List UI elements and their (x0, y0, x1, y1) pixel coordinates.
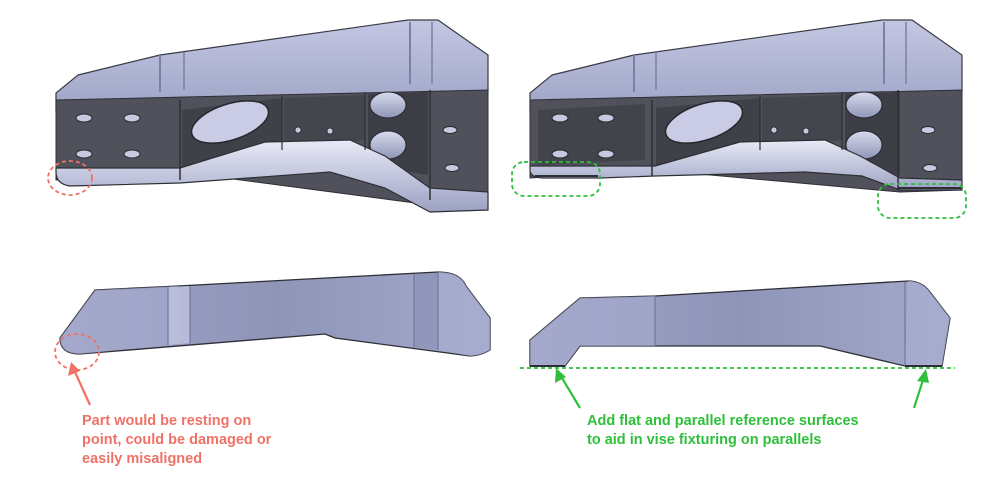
part-side-original (59, 271, 491, 357)
caption-problem-line-1: Part would be resting on (82, 413, 252, 429)
reference-surface-highlight-right (877, 183, 967, 219)
part-side-modified (529, 280, 951, 367)
part-iso-original (55, 19, 489, 213)
arrow-reference-right (912, 369, 929, 409)
caption-problem-line-2: point, could be damaged or (82, 432, 272, 448)
caption-solution-line-1: Add flat and parallel reference surfaces (587, 413, 859, 429)
caption-problem: Part would be resting on point, could be… (82, 412, 271, 469)
caption-solution: Add flat and parallel reference surfaces… (587, 412, 859, 450)
problem-highlight-top (47, 160, 93, 196)
caption-solution-line-2: to aid in vise fixturing on parallels (587, 432, 822, 448)
caption-problem-line-3: easily misaligned (82, 451, 203, 467)
part-iso-modified (529, 19, 963, 193)
arrow-problem (68, 362, 92, 406)
reference-surface-highlight-left (511, 161, 601, 197)
arrow-reference-left (555, 368, 581, 409)
